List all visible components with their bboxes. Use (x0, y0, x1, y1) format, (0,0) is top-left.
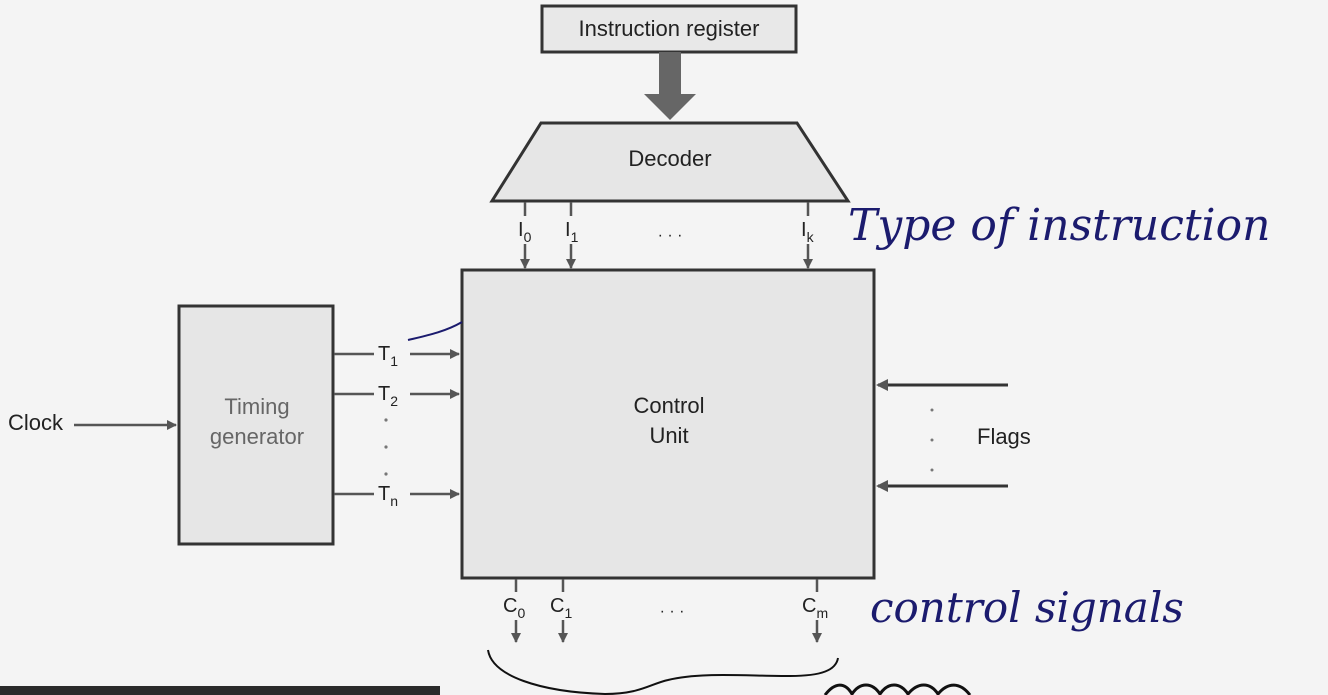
control-unit: Control Unit (460, 268, 876, 580)
decoder-output-i1: I1 (565, 219, 579, 245)
control-output-ellipsis: · · · (660, 603, 685, 620)
control-unit-label-line1: Control (634, 393, 705, 418)
decoder-output-i0: I0 (518, 219, 532, 245)
timing-output-t2: T2 (378, 383, 398, 409)
register-to-decoder-arrow (644, 52, 696, 120)
flags-label: Flags (977, 424, 1031, 449)
instruction-register: Instruction register (540, 4, 798, 54)
decoder-label: Decoder (628, 146, 711, 171)
annotation-brace (487, 649, 839, 695)
clock-label: Clock (8, 410, 64, 435)
control-output-lines (511, 579, 822, 643)
timing-output-lines (334, 349, 460, 499)
annotation-scribble (823, 683, 972, 695)
timing-generator: Timing generator (177, 304, 335, 546)
timing-generator-label-line2: generator (210, 424, 304, 449)
timing-output-t1: T1 (378, 343, 398, 369)
control-output-c0: C0 (503, 595, 525, 621)
decoder-output-ik: Ik (801, 219, 815, 245)
timing-generator-label-line1: Timing (224, 394, 289, 419)
instruction-register-label: Instruction register (579, 16, 760, 41)
control-output-c1: C1 (550, 595, 572, 621)
timing-output-tn: Tn (378, 483, 398, 509)
control-unit-label-line2: Unit (649, 423, 688, 448)
decoder-output-lines (520, 202, 813, 269)
annotation-tick-stroke (407, 321, 463, 341)
control-output-cm: Cm (802, 595, 828, 621)
flag-vertical-dots (930, 408, 934, 472)
timing-vertical-dots (384, 418, 388, 476)
annotation-type-of-instruction: Type of instruction (848, 200, 1270, 251)
flag-arrows (876, 379, 1008, 492)
decoder-output-ellipsis: · · · (658, 227, 683, 244)
bottom-strip (0, 686, 440, 695)
annotation-control-signals: control signals (870, 583, 1184, 632)
decoder: Decoder (489, 121, 851, 203)
